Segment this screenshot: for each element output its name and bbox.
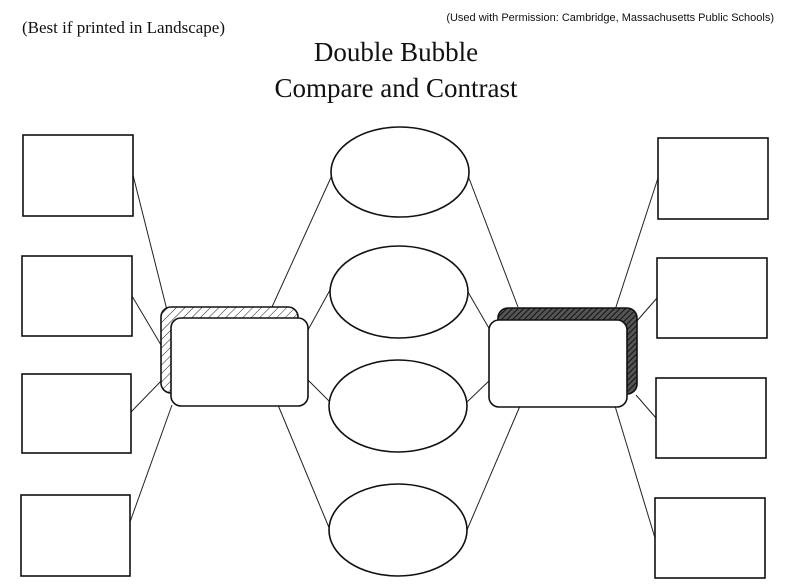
right-difference-box [655, 377, 767, 459]
connector-line [129, 404, 173, 523]
connector-line [307, 379, 331, 403]
connector-line [467, 291, 491, 331]
right-difference-box [657, 137, 769, 220]
connector-line [614, 177, 659, 311]
connector-line [466, 405, 521, 531]
connector-line [130, 377, 165, 413]
connector-line [614, 405, 656, 539]
right-difference-box [654, 497, 766, 579]
similarity-bubble [330, 126, 470, 218]
connector-line [271, 172, 334, 308]
permission-note: (Used with Permission: Cambridge, Massac… [446, 12, 774, 24]
connector-line [635, 394, 657, 419]
connector-line [131, 295, 165, 351]
right-difference-box [656, 257, 768, 339]
similarity-bubble [328, 359, 468, 453]
connector-line [307, 289, 331, 331]
left-difference-box [20, 494, 131, 577]
connector-line [132, 174, 173, 331]
page-subtitle: Compare and Contrast [274, 73, 518, 103]
similarity-bubble [328, 483, 468, 577]
connector-line [277, 404, 331, 531]
print-note: (Best if printed in Landscape) [22, 18, 225, 37]
left-difference-box [21, 373, 132, 454]
connector-line [466, 172, 519, 308]
right-topic-box [488, 319, 628, 408]
left-difference-box [21, 255, 133, 337]
similarity-bubble [329, 245, 469, 339]
left-difference-box [22, 134, 134, 217]
connector-lines [129, 172, 659, 539]
left-topic-box [170, 317, 309, 407]
connector-line [466, 379, 491, 403]
page-title: Double Bubble [313, 37, 479, 67]
connector-line [635, 297, 658, 323]
